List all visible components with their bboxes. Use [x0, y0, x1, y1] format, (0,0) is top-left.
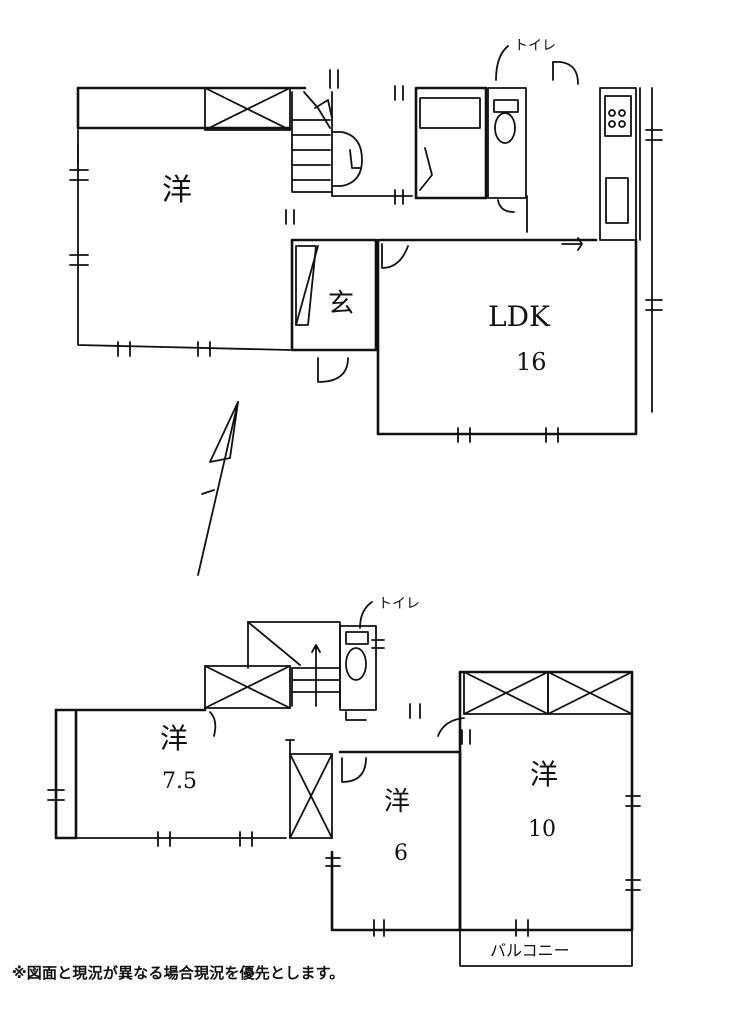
second-floor: トイレ: [47, 596, 641, 967]
closet-upper: [204, 87, 291, 131]
room-size-western-c: 10: [528, 817, 556, 842]
room-size-western-b: 6: [394, 841, 408, 866]
window-marks-first: [69, 69, 663, 443]
bath: [414, 86, 488, 200]
western-room-a-walls: [54, 708, 287, 840]
room-label-entrance: 玄: [328, 289, 354, 319]
toilet-label-second-floor: トイレ: [378, 596, 420, 612]
window-marks-second: [47, 639, 641, 937]
washstand: [331, 131, 363, 187]
western-room-b-walls: [330, 750, 462, 932]
north-arrow-icon: [197, 401, 239, 576]
entrance: [290, 238, 378, 383]
room-label-ldk: LDK: [488, 300, 551, 333]
toilet-first-floor: [487, 87, 528, 233]
stairs-second-floor: [247, 621, 341, 707]
balcony-label: バルコニー: [490, 941, 570, 960]
footnote: ※図面と現況が異なる場合現況を優先とします。: [12, 964, 345, 982]
stairs-first-floor: [291, 91, 333, 193]
toilet-label-first-floor: トイレ: [514, 38, 556, 54]
first-floor: 洋 玄 LDK 16 トイレ: [69, 38, 663, 443]
kitchen-counter: [599, 87, 637, 241]
toilet-second-floor: [339, 625, 377, 721]
room-label-western-b: 洋: [384, 787, 410, 817]
room-size-ldk: 16: [516, 348, 547, 376]
room-size-western-a: 7.5: [162, 769, 197, 794]
ldk-walls: [376, 87, 653, 436]
balcony: バルコニー: [459, 929, 633, 967]
western-room-c-walls: [437, 670, 634, 932]
closet-vertical: [285, 739, 333, 839]
closets-western-c: [463, 671, 633, 715]
room-label-western-a: 洋: [160, 722, 188, 755]
closet-western-a: [204, 665, 291, 709]
room-label-western-c: 洋: [530, 758, 558, 791]
western-room-walls: [76, 86, 307, 351]
room-label-western: 洋: [162, 173, 192, 208]
